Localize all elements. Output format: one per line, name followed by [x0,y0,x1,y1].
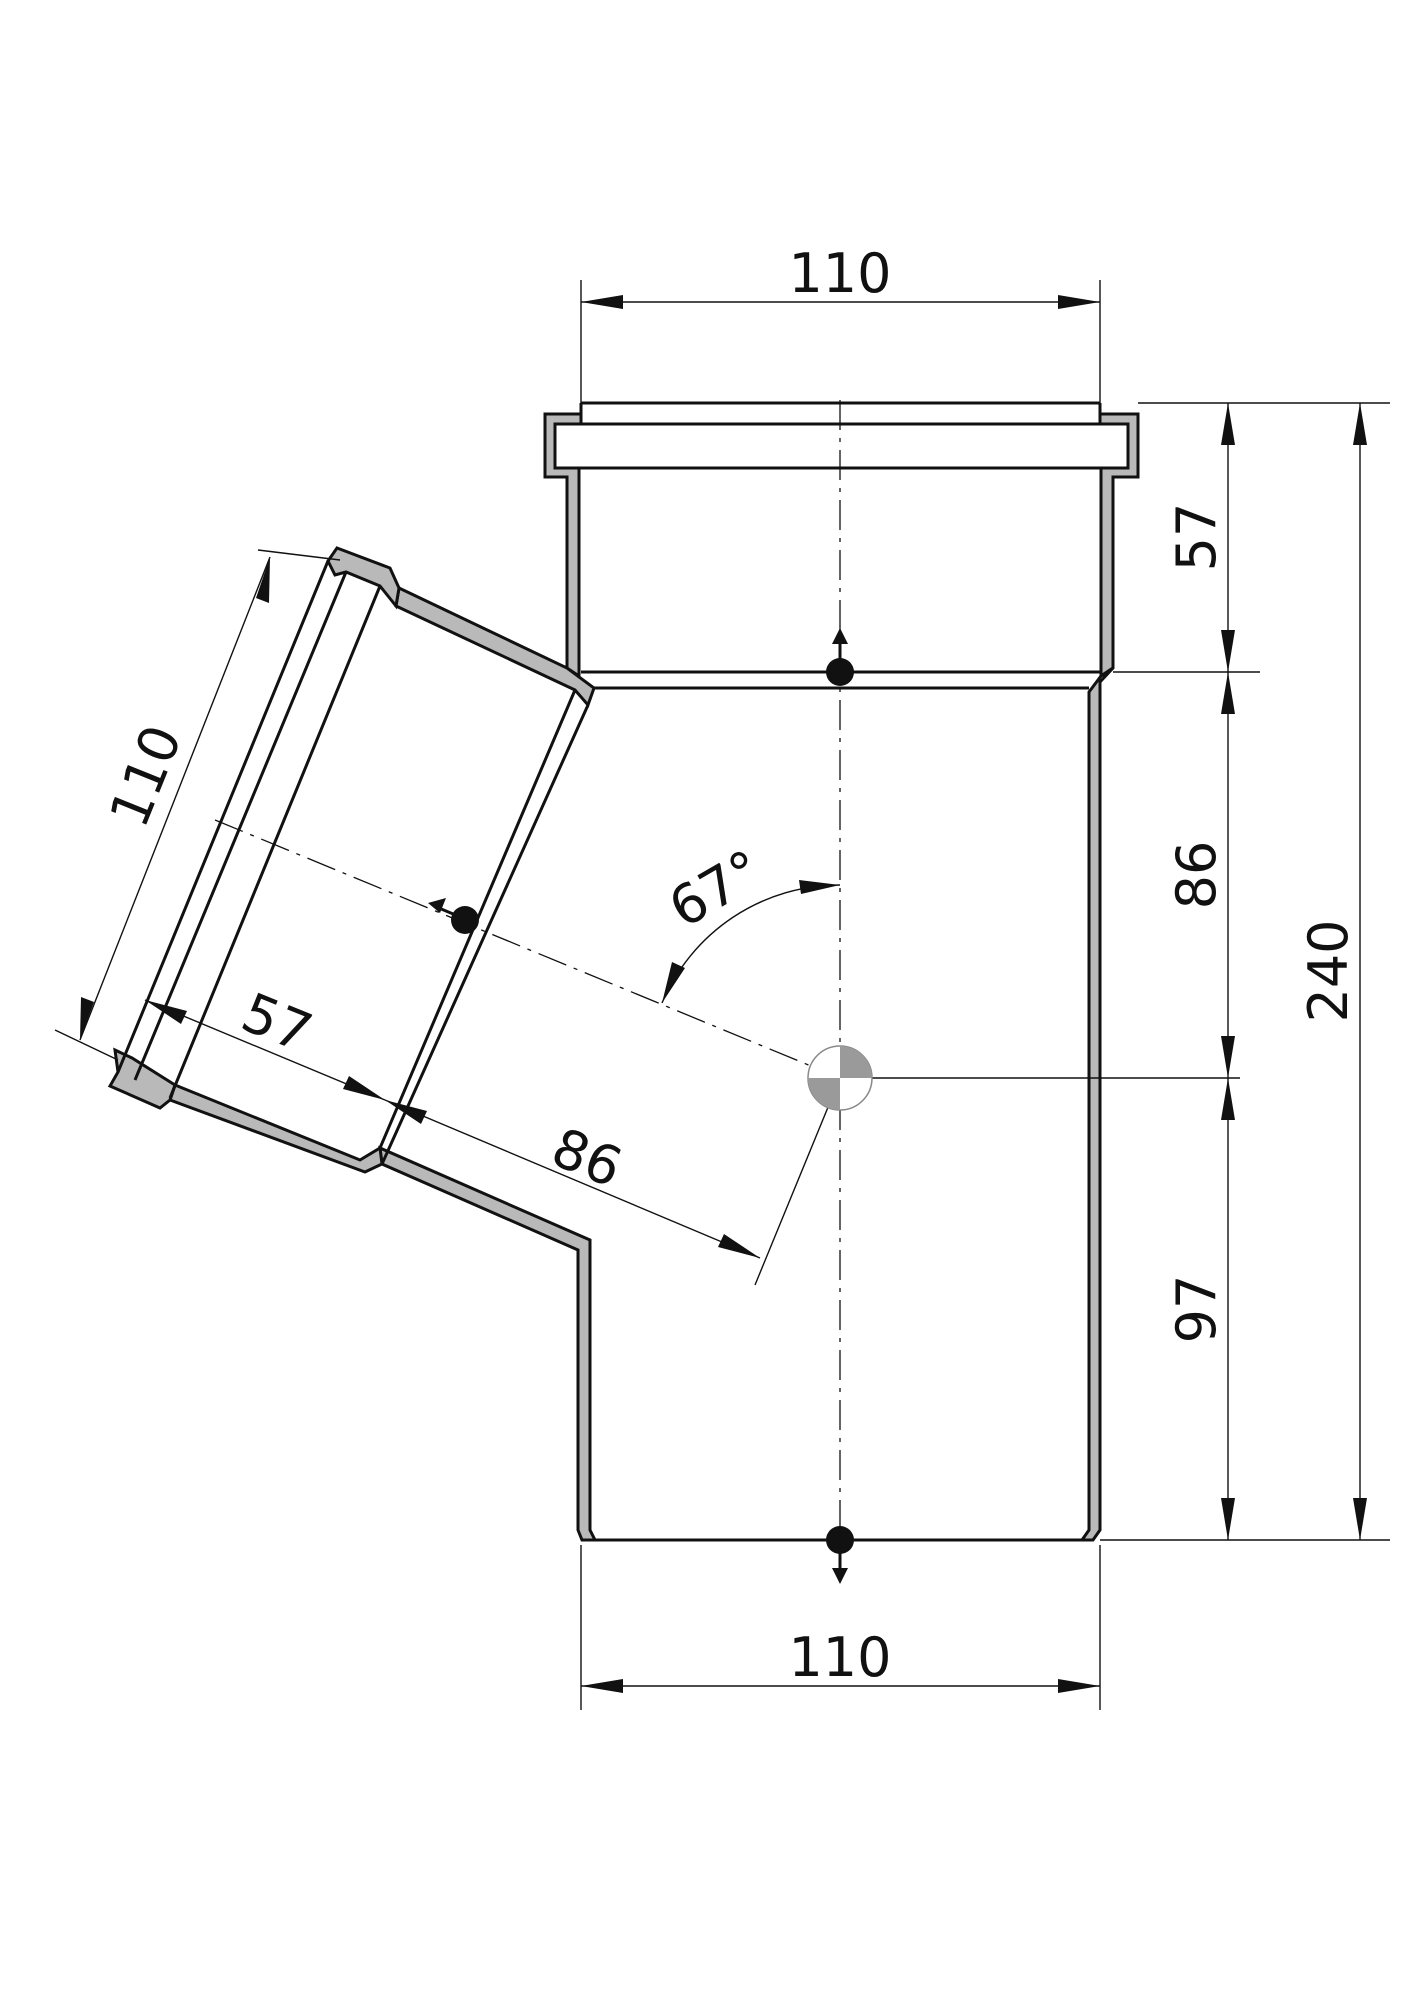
dim-top-diameter-arrow-right [1058,295,1100,309]
dimension-lines [79,295,1367,1693]
dimension-labels: 110 110 57 86 97 240 110 57 86 67° [97,242,1360,1689]
main-right-wall [1079,666,1115,1542]
dim-branch-socket-arrow-left [145,1000,187,1024]
branch-socket-ring-line-1 [133,571,348,1081]
dim-bottom-diameter-arrow-right [1058,1679,1100,1693]
center-lines [214,400,1240,1560]
dim-bottom-length-arrow-bottom [1221,1498,1235,1540]
ext-branch-lower [54,1029,119,1061]
dim-overall-arrow-bottom [1353,1498,1367,1540]
branch-upper-wall [394,585,596,708]
dim-angle-arrow-bottom [662,962,685,1003]
arrow-drop-marker-icon [826,1526,854,1584]
pipe-walls [107,403,1140,1542]
extension-lines [54,280,1390,1710]
top-socket-left-wall [543,403,583,679]
dim-branch-diameter-arrow-top [256,557,270,603]
label-bottom-diameter: 110 [788,1626,891,1689]
dim-angle-arrow-top [799,880,840,894]
insertion-markers [428,628,854,1584]
main-left-lower-wall [378,1145,598,1542]
arrow-drop-marker-icon [428,898,479,934]
dim-branch-socket-arrow-right [343,1076,385,1100]
ext-branch-length-end [754,1077,841,1286]
branch-socket-outer-line [116,560,330,1073]
dim-top-socket-arrow-bottom [1221,630,1235,672]
label-top-body-length: 86 [1165,841,1228,910]
quartered-circle-center-icon [807,1045,873,1111]
dim-overall-arrow-top [1353,403,1367,445]
dim-bottom-length-arrow-top [1221,1078,1235,1120]
dim-top-diameter-arrow-left [581,295,623,309]
top-socket-right-wall [1098,403,1140,679]
branch-socket-lip-lower [107,1047,177,1110]
dim-branch-diameter-arrow-bottom [80,997,94,1040]
label-overall-length: 240 [1297,919,1360,1022]
branch-socket-lip [326,546,401,610]
label-branch-length: 86 [543,1116,630,1200]
dim-branch-length-line [384,1099,761,1259]
branch-inner-end-line [380,704,590,1165]
top-socket-seal-ring [553,422,1130,470]
label-branch-diameter: 110 [97,716,194,835]
label-bottom-length: 97 [1165,1275,1228,1344]
ext-branch-upper [257,549,341,561]
branch-lower-wall [168,1083,384,1174]
label-top-socket-depth: 57 [1165,503,1228,572]
label-branch-socket-depth: 57 [233,981,320,1065]
arrow-drop-marker-icon [826,628,854,686]
dim-bottom-diameter-arrow-left [581,1679,623,1693]
label-top-diameter: 110 [788,242,891,305]
dim-branch-length-arrow-left [385,1100,427,1124]
dim-top-socket-arrow-top [1221,403,1235,445]
dim-branch-socket-line [144,999,386,1101]
dim-top-body-arrow-bottom [1221,1036,1235,1078]
dim-branch-diameter-line [79,556,271,1041]
dim-branch-length-arrow-right [718,1234,760,1258]
branch-axis [214,819,841,1079]
dim-top-body-arrow-top [1221,672,1235,714]
label-branch-angle: 67° [659,838,773,940]
branch-socket-ring-line-2 [168,585,382,1099]
